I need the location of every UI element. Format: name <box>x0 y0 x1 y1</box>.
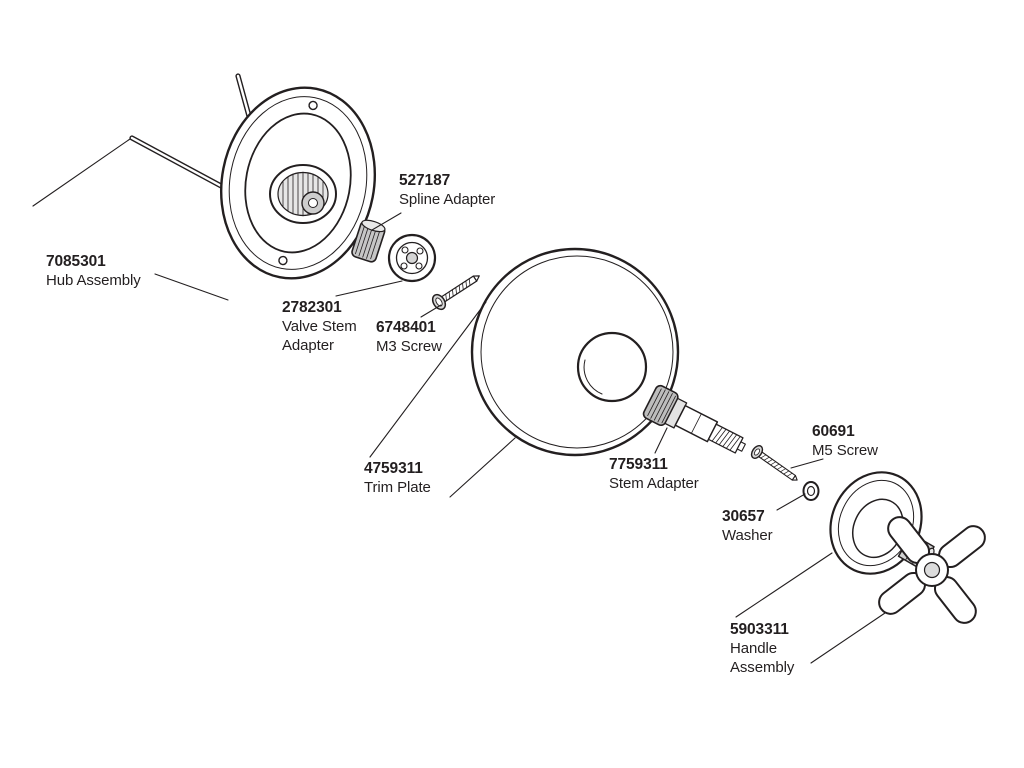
label-stem-adapter: 7759311 Stem Adapter <box>609 455 699 493</box>
label-washer: 30657 Washer <box>722 507 773 545</box>
label-m5-screw: 60691 M5 Screw <box>812 422 878 460</box>
part-number: 527187 <box>399 172 451 189</box>
label-trim-plate: 4759311 Trim Plate <box>364 459 431 497</box>
part-number: 6748401 <box>376 319 436 336</box>
label-m3-screw: 6748401 M3 Screw <box>376 318 442 356</box>
trim-plate-illustration <box>470 247 680 457</box>
label-hub-assembly: 7085301 Hub Assembly <box>46 252 141 290</box>
part-name: Trim Plate <box>364 479 431 496</box>
part-number: 60691 <box>812 423 855 440</box>
label-handle-assembly: 5903311 Handle Assembly <box>730 620 794 677</box>
part-name: Spline Adapter <box>399 191 496 208</box>
washer-illustration <box>802 481 820 501</box>
leader-lines <box>32 138 886 664</box>
label-spline-adapter: 527187 Spline Adapter <box>399 171 495 209</box>
part-name: Valve Stem Adapter <box>282 318 357 354</box>
m5-screw-illustration <box>750 445 798 481</box>
part-name: Handle Assembly <box>730 640 795 676</box>
part-number: 30657 <box>722 508 765 525</box>
part-name: Stem Adapter <box>609 475 699 492</box>
part-name: Washer <box>722 527 773 544</box>
part-name: M5 Screw <box>812 442 878 459</box>
part-number: 7085301 <box>46 253 106 270</box>
handle-assembly-illustration <box>829 471 986 624</box>
valve-stem-adapter-illustration <box>387 233 437 283</box>
label-valve-stem-adapter: 2782301 Valve Stem Adapter <box>282 298 357 355</box>
part-number: 2782301 <box>282 299 342 316</box>
part-name: M3 Screw <box>376 338 442 355</box>
part-number: 5903311 <box>730 621 789 638</box>
hub-assembly-illustration <box>129 73 377 280</box>
part-number: 7759311 <box>609 456 668 473</box>
part-name: Hub Assembly <box>46 272 141 289</box>
m3-screw-illustration <box>431 275 480 311</box>
part-number: 4759311 <box>364 460 423 477</box>
stem-adapter-illustration <box>642 384 746 454</box>
